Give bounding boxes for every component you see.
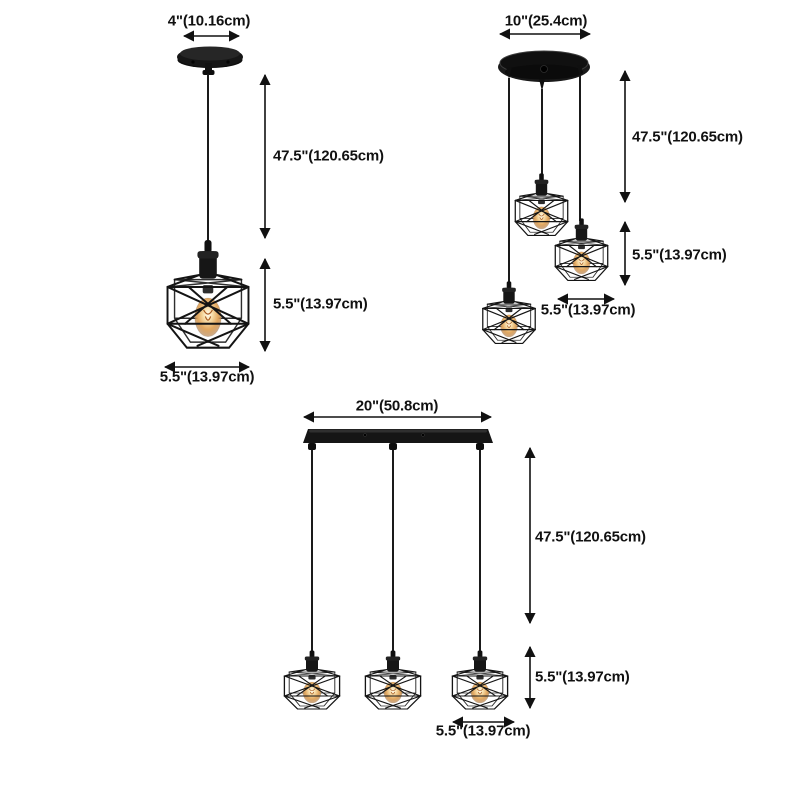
cluster-pendant-figure <box>482 28 631 345</box>
linear-shade-height-label: 5.5"(13.97cm) <box>535 668 630 686</box>
cluster-shade-width-label: 5.5"(13.97cm) <box>540 301 636 319</box>
linear-cage-shade-1 <box>283 649 341 710</box>
single-canopy <box>177 46 243 75</box>
linear-cord-drop-label: 47.5"(120.65cm) <box>535 528 646 546</box>
single-cage-shade <box>166 239 250 349</box>
single-shade-height-label: 5.5"(13.97cm) <box>273 295 368 313</box>
cluster-cage-shade-3 <box>482 280 536 345</box>
cluster-shade-height-label: 5.5"(13.97cm) <box>632 246 727 264</box>
cluster-cage-shade-2 <box>554 217 609 282</box>
linear-dimension-arrows <box>302 411 536 728</box>
linear-cage-shade-2 <box>364 649 422 710</box>
single-canopy-width-label: 4"(10.16cm) <box>167 12 251 30</box>
linear-canopy-width-label: 20"(50.8cm) <box>355 397 439 415</box>
single-cord-drop-label: 47.5"(120.65cm) <box>273 147 384 165</box>
cluster-cord-drop-label: 47.5"(120.65cm) <box>632 128 743 146</box>
single-shade-width-label: 5.5"(13.97cm) <box>159 368 255 386</box>
single-pendant-figure <box>163 30 271 373</box>
cluster-dimension-arrows <box>498 28 631 305</box>
single-dimension-arrows <box>163 30 271 373</box>
cluster-canopy-width-label: 10"(25.4cm) <box>504 12 588 30</box>
cluster-cage-shade-1 <box>514 172 569 237</box>
linear-bar-canopy <box>303 429 493 450</box>
linear-shade-width-label: 5.5"(13.97cm) <box>435 722 531 740</box>
cluster-round-canopy <box>498 50 590 91</box>
linear-cage-shade-3 <box>451 649 509 710</box>
linear-pendant-figure <box>283 411 536 728</box>
